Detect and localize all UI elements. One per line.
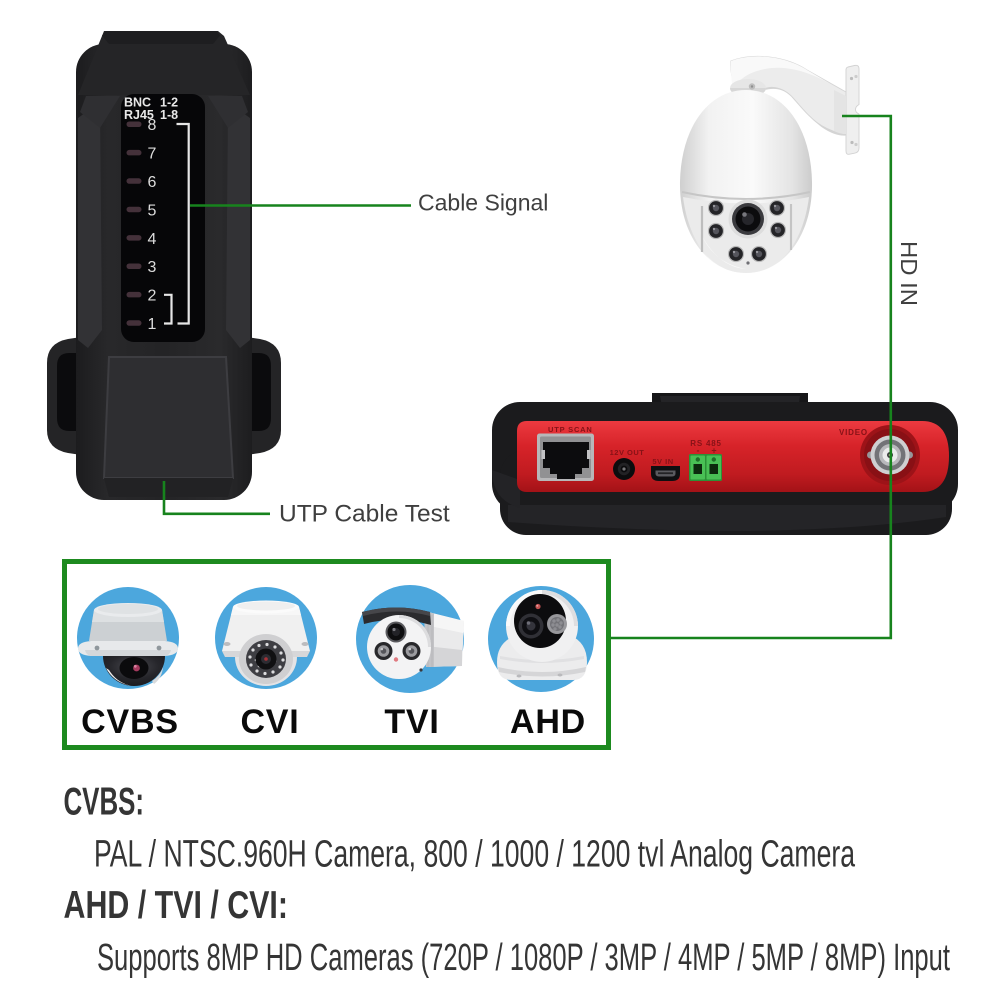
svg-text:RS 485: RS 485 <box>690 439 721 448</box>
svg-text:CVBS:: CVBS: <box>64 781 145 824</box>
svg-text:7: 7 <box>148 146 157 163</box>
svg-text:CVBS: CVBS <box>81 703 179 741</box>
svg-text:2: 2 <box>148 288 157 305</box>
svg-text:BNC: BNC <box>124 96 151 110</box>
svg-text:+: + <box>711 446 716 456</box>
svg-text:1-2: 1-2 <box>160 96 178 110</box>
svg-text:5: 5 <box>148 202 157 219</box>
svg-text:8: 8 <box>148 117 157 134</box>
svg-text:TVI: TVI <box>384 703 439 741</box>
svg-text:AHD / TVI / CVI:: AHD / TVI / CVI: <box>64 884 289 927</box>
svg-text:VIDEO: VIDEO <box>839 428 868 437</box>
svg-text:HD IN: HD IN <box>896 241 922 306</box>
svg-text:Cable Signal: Cable Signal <box>418 190 548 216</box>
svg-text:PAL / NTSC.960H Camera, 800 /: PAL / NTSC.960H Camera, 800 / 1000 / 120… <box>94 834 856 876</box>
svg-text:-: - <box>697 446 700 456</box>
svg-text:1-8: 1-8 <box>160 108 178 122</box>
svg-text:6: 6 <box>148 174 157 191</box>
svg-text:UTP SCAN: UTP SCAN <box>548 425 593 434</box>
svg-text:5V IN: 5V IN <box>652 457 673 466</box>
svg-text:UTP Cable Test: UTP Cable Test <box>279 500 450 527</box>
svg-text:CVI: CVI <box>240 703 299 741</box>
svg-text:3: 3 <box>148 259 157 276</box>
svg-text:AHD: AHD <box>510 703 586 741</box>
svg-text:RJ45: RJ45 <box>124 108 154 122</box>
svg-text:12V OUT: 12V OUT <box>610 448 645 457</box>
svg-text:Supports 8MP HD Cameras (720P: Supports 8MP HD Cameras (720P / 1080P / … <box>97 937 950 979</box>
svg-text:4: 4 <box>148 231 157 248</box>
svg-text:1: 1 <box>148 316 157 333</box>
